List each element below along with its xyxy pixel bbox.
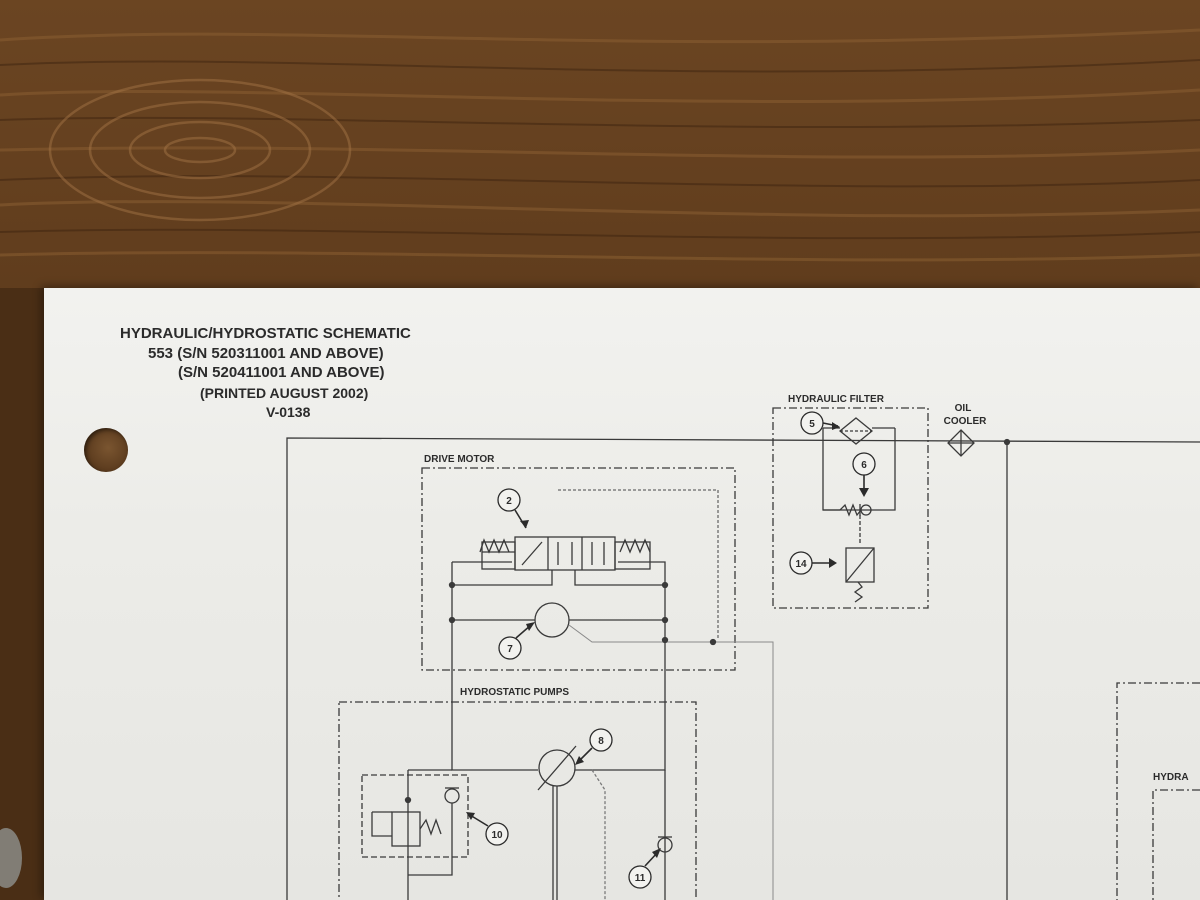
bypass-check-valve [860, 504, 872, 516]
callout-8 [589, 728, 613, 752]
callout-14-label: 14 [795, 559, 807, 570]
document-code: V-0138 [266, 404, 311, 420]
hydraulic-filter-boundary [772, 407, 929, 609]
punched-hole [84, 428, 128, 472]
hydrostatic-pumps-label: HYDROSTATIC PUMPS [460, 687, 569, 698]
callout-10 [485, 822, 509, 846]
schematic-title: HYDRAULIC/HYDROSTATIC SCHEMATIC [120, 325, 411, 342]
callout-2-label: 2 [506, 496, 512, 507]
drive-motor-boundary [421, 467, 736, 671]
hydrostatic-pumps-boundary [338, 701, 697, 900]
relief-valve-assembly [361, 774, 469, 858]
hydraulic-filter-label: HYDRAULIC FILTER [788, 394, 885, 405]
callout-10-label: 10 [491, 830, 503, 841]
callout-5-label: 5 [809, 419, 815, 430]
callout-7-label: 7 [507, 644, 513, 655]
pump-check-valve [444, 788, 460, 804]
relief-valve [391, 811, 421, 847]
callout-7 [498, 636, 522, 660]
charge-check-valve [657, 837, 673, 853]
callout-8-label: 8 [598, 736, 604, 747]
model-serial-line: 553 (S/N 520311001 AND ABOVE) [148, 345, 384, 362]
main-hydraulic-line [286, 437, 1200, 900]
oil-cooler-label-top: OIL [955, 403, 972, 414]
drive-control-valve [514, 536, 616, 571]
callout-11-label: 11 [635, 873, 646, 884]
right-system-boundary [1116, 682, 1200, 900]
cut-off-label: HYDRA [1153, 772, 1189, 783]
drive-motor-label: DRIVE MOTOR [424, 454, 495, 465]
serial-line-2: (S/N 520411001 AND ABOVE) [178, 364, 385, 381]
callout-11 [628, 865, 652, 889]
drive-motor-symbol [534, 602, 570, 638]
filter-restriction-switch [845, 547, 875, 583]
callout-6-label: 6 [861, 460, 867, 471]
printed-date: (PRINTED AUGUST 2002) [200, 385, 369, 401]
filter-element [838, 417, 874, 445]
right-subsystem-boundary [1152, 789, 1200, 900]
callout-2 [497, 488, 521, 512]
oil-cooler-label-bottom: COOLER [944, 416, 988, 427]
